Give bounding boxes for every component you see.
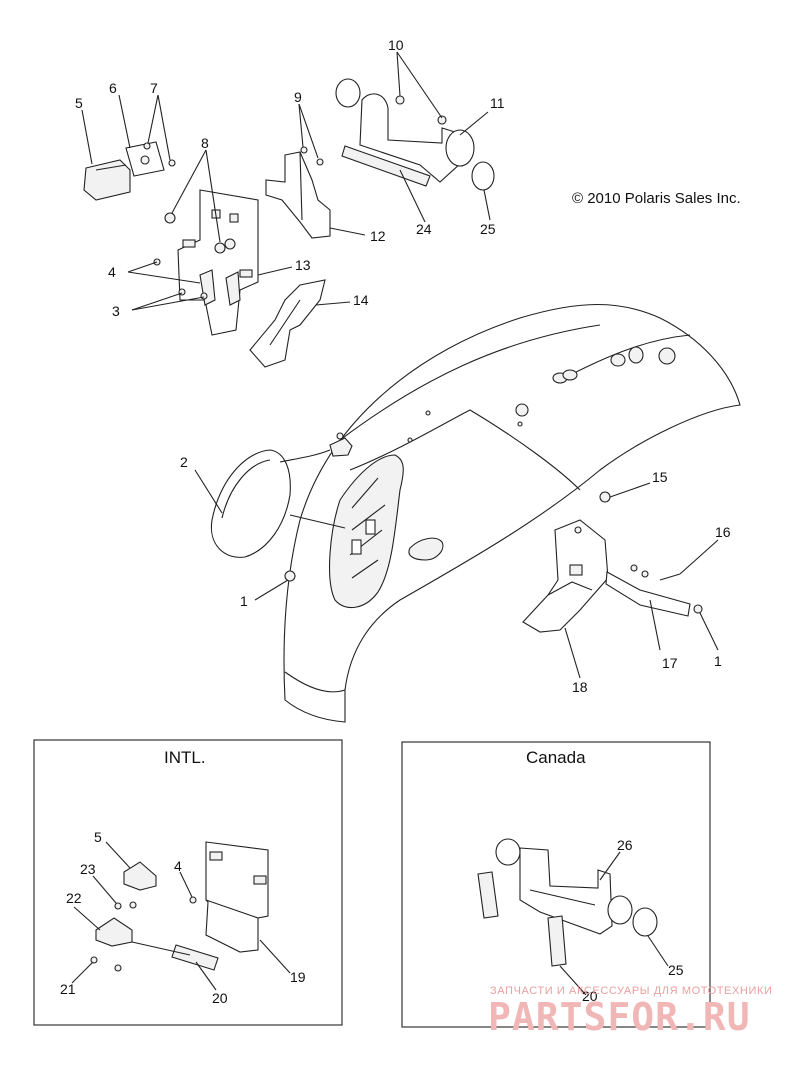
callout-1b: 1 <box>714 653 722 669</box>
strap-bracket <box>284 491 703 617</box>
canada-callout-20: 20 <box>582 988 598 1004</box>
callout-numbers: 10 11 6 7 5 9 8 12 24 25 4 13 3 14 2 15 … <box>75 37 731 695</box>
rear-fender <box>283 304 741 723</box>
callout-25: 25 <box>480 221 496 237</box>
canada-callout-26: 26 <box>617 837 633 853</box>
callout-4: 4 <box>108 264 116 280</box>
callout-24: 24 <box>416 221 432 237</box>
callout-12: 12 <box>370 228 386 244</box>
reflector-bracket <box>335 78 495 191</box>
callout-leaders <box>81 51 719 679</box>
intl-callout-20: 20 <box>212 990 228 1006</box>
callout-2: 2 <box>180 454 188 470</box>
callout-11: 11 <box>490 95 505 111</box>
canada-box-title: Canada <box>526 748 586 767</box>
callout-6: 6 <box>109 80 117 96</box>
side-bracket <box>265 146 331 239</box>
canada-callout-25: 25 <box>668 962 684 978</box>
callout-18: 18 <box>572 679 588 695</box>
callout-8: 8 <box>201 135 209 151</box>
intl-callout-19: 19 <box>290 969 306 985</box>
callout-9: 9 <box>294 89 302 105</box>
callout-15: 15 <box>652 469 668 485</box>
copyright-notice: © 2010 Polaris Sales Inc. <box>572 190 741 207</box>
intl-parts: 5 23 4 22 19 21 20 <box>60 829 306 1006</box>
license-lamp-parts <box>83 141 176 201</box>
license-bracket <box>153 189 259 336</box>
callout-14: 14 <box>353 292 369 308</box>
lower-bracket <box>249 279 326 368</box>
canada-parts: 26 25 20 <box>477 837 684 1004</box>
callout-1: 1 <box>240 593 248 609</box>
intl-box-title: INTL. <box>164 748 206 767</box>
callout-5: 5 <box>75 95 83 111</box>
canada-box <box>401 741 711 1028</box>
callout-7: 7 <box>150 80 158 96</box>
callout-16: 16 <box>715 524 731 540</box>
intl-callout-4: 4 <box>174 858 182 874</box>
intl-callout-5: 5 <box>94 829 102 845</box>
intl-callout-22: 22 <box>66 890 82 906</box>
intl-callout-23: 23 <box>80 861 96 877</box>
callout-10: 10 <box>388 37 404 53</box>
watermark-subtitle: ЗАПЧАСТИ И АКСЕССУАРЫ ДЛЯ МОТОТЕХНИКИ <box>490 985 773 997</box>
intl-callout-21: 21 <box>60 981 76 997</box>
callout-17: 17 <box>662 655 678 671</box>
watermark-brand: PARTSFOR.RU <box>488 995 751 1039</box>
callout-3: 3 <box>112 303 120 319</box>
splash-guard <box>522 519 609 633</box>
callout-13: 13 <box>295 257 311 273</box>
tail-lamp-assembly <box>210 432 353 558</box>
intl-box <box>33 739 343 1026</box>
